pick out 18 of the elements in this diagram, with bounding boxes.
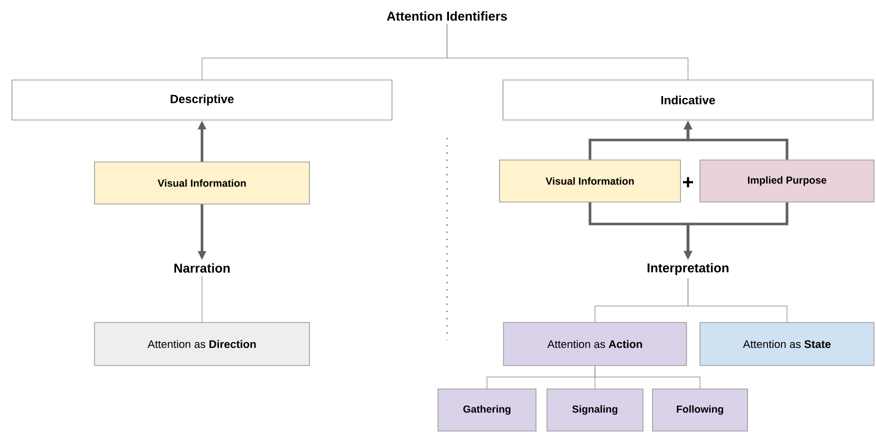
category-box: Attention as Action	[503, 322, 687, 366]
subcategory-box: Signaling	[546, 388, 644, 432]
plus-sign: +	[683, 177, 694, 188]
info-box: Implied Purpose	[700, 160, 874, 202]
connector-line	[688, 278, 788, 322]
connector-line	[594, 366, 700, 389]
category-box: Descriptive	[12, 80, 392, 120]
subcategory-box: Gathering	[438, 388, 536, 432]
info-box: Visual Information	[94, 162, 310, 204]
subcategory-box: Following	[652, 388, 748, 432]
category-box: Indicative	[502, 80, 874, 120]
heading-text: Narration	[174, 263, 230, 273]
heading-text: Interpretation	[648, 263, 728, 275]
category-box: Attention as State	[700, 322, 874, 366]
title-text: Attention Identifiers	[386, 11, 507, 21]
connector-line	[446, 24, 688, 80]
info-box: Visual Information	[499, 160, 681, 202]
category-box: Attention as Direction	[94, 322, 310, 366]
